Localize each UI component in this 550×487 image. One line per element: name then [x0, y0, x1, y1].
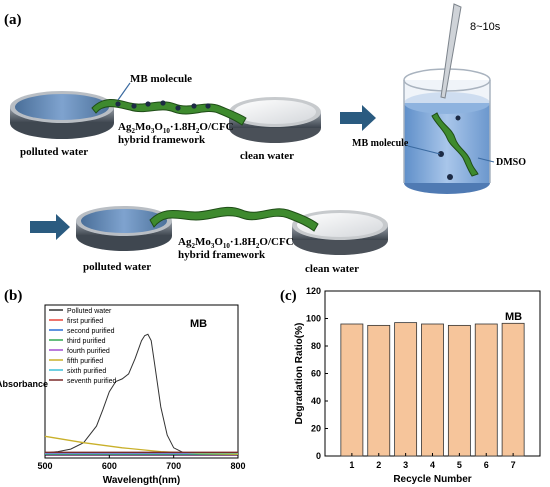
panel-c-label: (c)	[280, 288, 297, 304]
legend-label-4: third purified	[67, 338, 106, 345]
x-tick-label-b-3: 700	[166, 461, 181, 471]
absorbance-chart: Polluted water first purified second purif…	[0, 304, 246, 486]
category-label-2: 2	[376, 460, 381, 470]
bar-3	[394, 322, 418, 457]
framework-label-top: Ag2Mo3O10·1.8H2O/CFC	[118, 121, 234, 135]
y-tick-label-c-6: 100	[306, 314, 321, 324]
chart-b-title: MB	[190, 318, 207, 330]
panel-b-label: (b)	[4, 288, 22, 304]
bar-7	[501, 322, 525, 457]
time-label: 8~10s	[470, 21, 501, 33]
category-label-4: 4	[430, 460, 435, 470]
y-tick-label-c-2: 20	[311, 424, 321, 434]
framework-label-bottom: Ag2Mo3O10·1.8H2O/CFC	[178, 236, 294, 250]
bar-6	[474, 323, 498, 457]
category-label-1: 1	[349, 460, 354, 470]
polluted-water-label-top: polluted water	[20, 146, 88, 158]
mb-molecules-beaker	[438, 115, 461, 180]
legend-label-6: fifth purified	[67, 358, 103, 365]
legend-label-1: Polluted water	[67, 308, 112, 315]
category-label-5: 5	[457, 460, 462, 470]
series-line-6	[44, 435, 239, 455]
x-tick-label-b-4: 800	[230, 461, 245, 471]
legend-label-3: second purified	[67, 328, 115, 335]
panel-a-label: (a)	[4, 12, 22, 28]
plot-frame-b	[44, 304, 239, 459]
clean-water-label-top: clean water	[240, 150, 294, 162]
y-axis-label-c: Degradation Ratio(%)	[294, 323, 305, 425]
x-axis-label-c: Recycle Number	[393, 474, 471, 485]
legend-label-2: first purified	[67, 318, 103, 325]
legend-label-8: seventh purified	[67, 378, 117, 385]
arrow-right-icon-2	[30, 214, 70, 240]
framework-ribbon-beaker	[431, 112, 479, 177]
category-label-6: 6	[484, 460, 489, 470]
y-tick-label-c-1: 0	[316, 451, 321, 461]
mb-pointer-line	[117, 82, 131, 101]
bar-1	[340, 323, 364, 457]
y-tick-label-c-3: 40	[311, 396, 321, 406]
polluted-dish-top	[10, 91, 114, 139]
polluted-water-label-bottom: polluted water	[83, 261, 151, 273]
y-axis-label-b: Absorbance	[0, 379, 48, 389]
legend-label-7: sixth purified	[67, 368, 106, 375]
category-label-3: 3	[403, 460, 408, 470]
beaker-mb-label: MB molecule	[352, 138, 409, 149]
chart-c-title: MB	[505, 311, 522, 323]
series-line-1	[44, 333, 238, 456]
dmso-beaker	[403, 68, 491, 194]
dmso-pointer-line	[477, 157, 495, 163]
beaker-mb-pointer-line	[407, 145, 441, 155]
y-tick-label-c-7: 120	[306, 286, 321, 296]
clean-dish-top	[229, 97, 321, 143]
framework-ribbon-bottom	[149, 206, 319, 232]
dmso-label: DMSO	[496, 157, 526, 168]
mb-molecule-label: MB molecule	[130, 73, 192, 85]
mb-molecules-top	[115, 100, 211, 111]
x-axis-label-b: Wavelength(nm)	[103, 475, 180, 486]
category-label-7: 7	[511, 460, 516, 470]
bar-4	[421, 323, 444, 457]
arrow-right-icon	[340, 105, 376, 131]
polluted-dish-bottom	[76, 206, 172, 251]
clean-dish-bottom	[292, 210, 388, 255]
framework-label-top-line2: hybrid framework	[118, 134, 206, 146]
pipette-icon	[440, 3, 462, 99]
framework-label-bottom-line2: hybrid framework	[178, 249, 266, 261]
y-tick-label-c-5: 80	[311, 341, 321, 351]
x-tick-label-b-2: 600	[102, 461, 117, 471]
bar-2	[367, 324, 391, 457]
y-tick-label-c-4: 60	[311, 369, 321, 379]
x-tick-label-b-1: 500	[37, 461, 52, 471]
bar-5	[447, 324, 471, 457]
legend-label-5: fourth purified	[67, 348, 110, 355]
clean-water-label-bottom: clean water	[305, 263, 359, 275]
